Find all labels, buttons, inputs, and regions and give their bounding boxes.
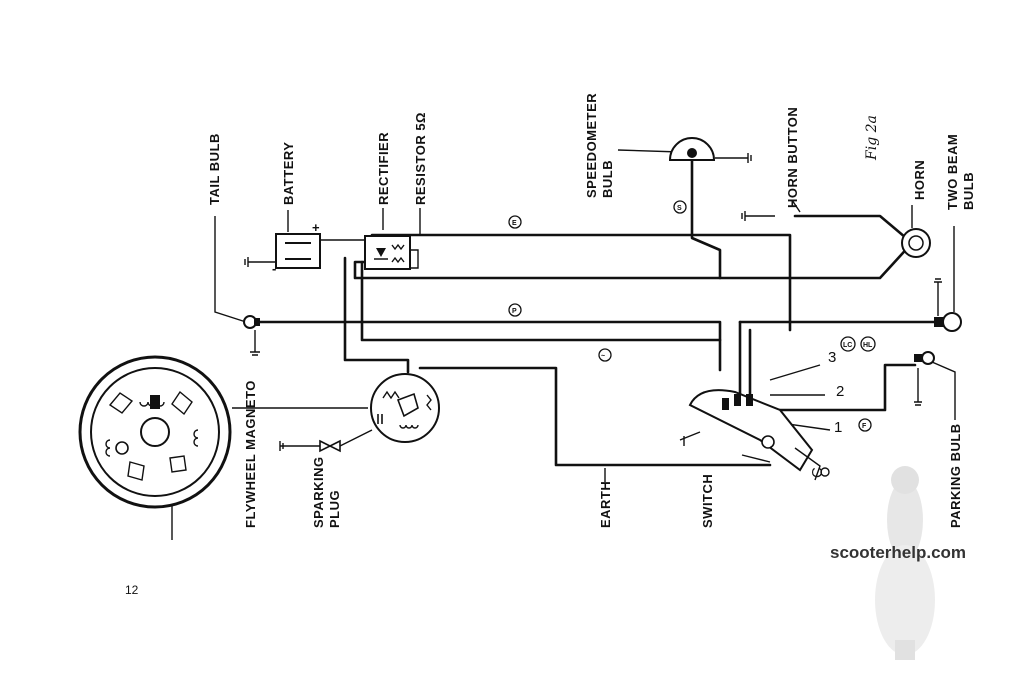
horn-label: HORN: [912, 160, 927, 200]
scooter-watermark-image: [875, 466, 935, 660]
speedometer-bulb-symbol: [668, 137, 716, 161]
switch-position-1: 1: [834, 419, 842, 436]
battery-symbol: + -: [272, 220, 321, 276]
two-beam-bulb-symbol: [934, 312, 962, 332]
svg-text:HL: HL: [863, 342, 873, 349]
flywheel-magneto-symbol: [78, 355, 232, 509]
svg-text:F: F: [862, 423, 867, 430]
svg-text:LC: LC: [843, 342, 852, 349]
battery-minus-sign: -: [272, 261, 277, 276]
svg-text:P: P: [512, 308, 517, 315]
wire-tag-hl: HL: [860, 336, 876, 352]
battery-label: BATTERY: [281, 142, 296, 205]
watermark-text: scooterhelp.com: [830, 543, 966, 562]
switch-symbol: [679, 389, 830, 481]
svg-text:S: S: [677, 205, 682, 212]
switch-position-c: C: [809, 467, 826, 478]
wire-tag-p: P: [508, 303, 522, 317]
coil-unit-symbol: [370, 373, 440, 443]
tail-bulb-symbol: [243, 315, 260, 329]
earth-label: EARTH: [598, 481, 613, 528]
parking-bulb-symbol: [914, 351, 935, 365]
wiring: [171, 149, 956, 540]
flywheel-magneto-label: FLYWHEEL MAGNETO: [243, 380, 258, 528]
page-number: 12: [125, 583, 139, 597]
svg-text:~: ~: [601, 353, 605, 360]
battery-plus-sign: +: [312, 220, 320, 235]
resistor-label: RESISTOR 5Ω: [413, 112, 428, 205]
parking-bulb-label: PARKING BULB: [948, 423, 963, 528]
wire-tag-lc: LC: [840, 336, 856, 352]
rectifier-label: RECTIFIER: [376, 132, 391, 205]
horn-button-label: HORN BUTTON: [785, 107, 800, 208]
plug-label: PLUG: [327, 490, 342, 528]
switch-label: SWITCH: [700, 474, 715, 528]
figure-label: Fig 2a: [864, 115, 880, 161]
wire-tag-s: S: [673, 200, 687, 214]
sparking-plug-symbol: [279, 429, 373, 453]
sparking-label: SPARKING: [311, 456, 326, 528]
wire-tag-f: F: [858, 418, 872, 432]
wire-tag-tilde: ~: [598, 348, 612, 362]
wire-tag-e: E: [508, 215, 522, 229]
speedometer-bulb-label: BULB: [600, 160, 615, 198]
switch-position-2: 2: [836, 383, 844, 400]
tail-bulb-label: TAIL BULB: [207, 133, 222, 205]
two-beam-label: TWO BEAM: [945, 134, 960, 210]
horn-symbol: [901, 228, 931, 258]
speedometer-label: SPEEDOMETER: [584, 93, 599, 198]
switch-position-3: 3: [828, 349, 836, 366]
svg-text:E: E: [512, 220, 517, 227]
rectifier-symbol: [364, 235, 411, 270]
two-beam-bulb-label: BULB: [961, 172, 976, 210]
